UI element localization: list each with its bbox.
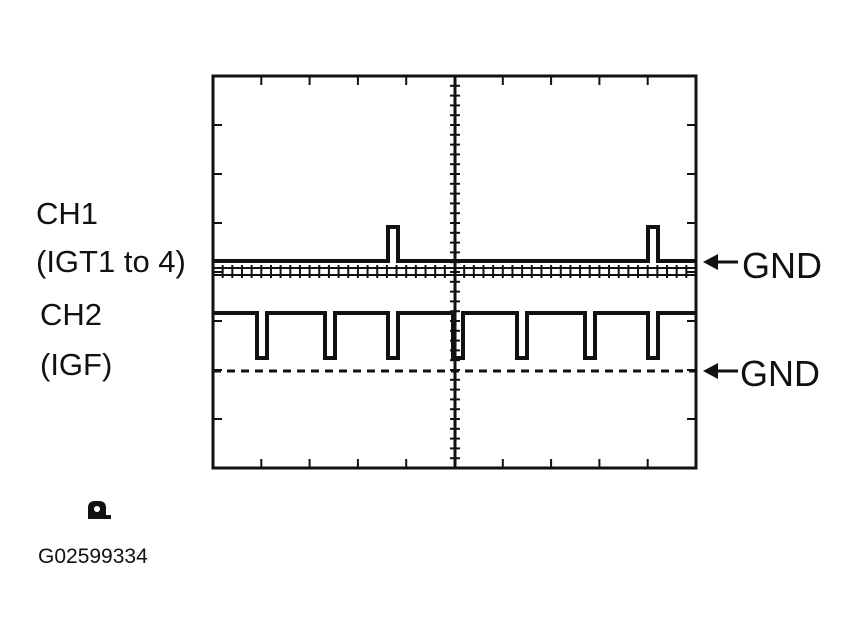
ch1-label: CH1 xyxy=(36,196,99,231)
ch2-trace xyxy=(213,311,696,360)
camera-icon xyxy=(88,501,111,519)
ch2-label: CH2 xyxy=(40,297,103,332)
ch1-trace xyxy=(213,225,696,263)
gnd-arrow-ch1 xyxy=(703,254,738,270)
center-vertical-axis-ticks xyxy=(450,84,460,460)
ch2-signal-label: (IGF) xyxy=(40,347,113,382)
center-horizontal-axis-ticks xyxy=(221,265,688,278)
ch1-gnd-label: GND xyxy=(742,245,822,286)
gnd-arrow-ch2 xyxy=(703,363,738,379)
ch2-gnd-label: GND xyxy=(740,353,820,394)
ch1-signal-label: (IGT1 to 4) xyxy=(36,244,186,279)
figure-code: G02599334 xyxy=(38,545,148,568)
